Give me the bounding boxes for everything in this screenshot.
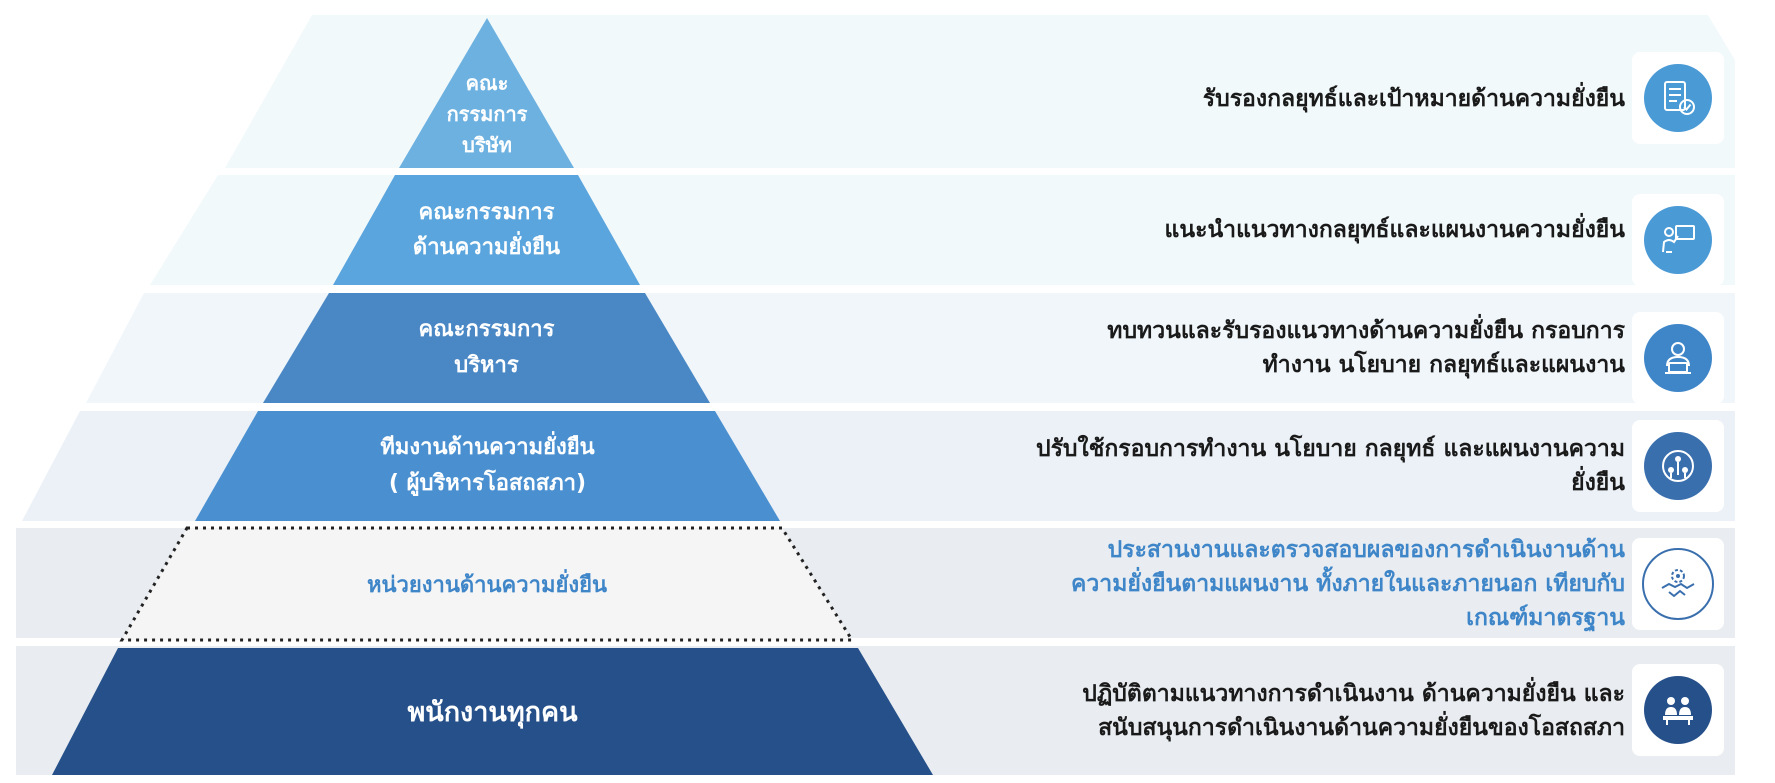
tier-label-line: บริษัท [462, 132, 512, 157]
tier-label-line: พนักงานทุกคน [407, 696, 578, 728]
tier-label-line: บริหาร [454, 353, 519, 378]
icon-card-all-employees [1632, 664, 1724, 756]
icon-card-board [1632, 52, 1724, 144]
icon-card-sustainability-team [1632, 420, 1724, 512]
tier-label-line: ( ผู้บริหารโอสถสภา) [388, 471, 587, 496]
tier-label-line: ทีมงานด้านความยั่งยืน [380, 435, 595, 460]
description-line: รับรองกลยุทธ์และเป้าหมายด้านความยั่งยืน [1202, 86, 1625, 112]
tier-label-line: กรรมการ [446, 101, 528, 126]
tier-label-sustainability-unit: หน่วยงานด้านความยั่งยืน [122, 533, 852, 635]
tier-label-line: คณะกรรมการ [418, 317, 555, 342]
icon-card-sustainability-unit [1632, 538, 1724, 630]
tier-label-sustainability-committee: คณะกรรมการ ด้านความยั่งยืน [333, 180, 640, 280]
description-sustainability-unit: ประสานงานและตรวจสอบผลของการดำเนินงานด้าน… [1071, 530, 1625, 638]
tier-label-line: คณะกรรมการ [418, 200, 555, 225]
description-line: สนับสนุนการดำเนินงานด้านความยั่งยืนของโอ… [1098, 715, 1625, 741]
executive-computer-icon [1644, 324, 1712, 392]
tier-label-executive-committee: คณะกรรมการ บริหาร [263, 298, 710, 398]
description-sustainability-committee: แนะนำแนวทางกลยุทธ์และแผนงานความยั่งยืน [1165, 180, 1625, 280]
description-line: เกณฑ์มาตรฐาน [1466, 605, 1625, 631]
description-executive-committee: ทบทวนและรับรองแนวทางด้านความยั่งยืน กรอบ… [1107, 298, 1625, 398]
icon-card-executive-committee [1632, 312, 1724, 404]
description-line: ปฏิบัติตามแนวทางการดำเนินงาน ด้านความยั่… [1082, 681, 1625, 707]
band-board [225, 15, 1735, 168]
tier-all-employees [52, 648, 933, 775]
tier-label-all-employees: พนักงานทุกคน [52, 652, 933, 770]
employees-working-icon [1644, 676, 1712, 744]
tier-label-board: คณะ กรรมการ บริษัท [399, 60, 575, 168]
description-line: ปรับใช้กรอบการทำงาน นโยบาย กลยุทธ์ และแผ… [1035, 436, 1625, 462]
tier-sustainability-committee [333, 175, 640, 285]
description-sustainability-team: ปรับใช้กรอบการทำงาน นโยบาย กลยุทธ์ และแผ… [1036, 416, 1625, 516]
tier-label-sustainability-team: ทีมงานด้านความยั่งยืน ( ผู้บริหารโอสถสภา… [195, 416, 780, 516]
description-line: ประสานงานและตรวจสอบผลของการดำเนินงานด้าน [1107, 537, 1625, 563]
tier-sustainability-team [195, 411, 780, 521]
icon-card-sustainability-committee [1632, 194, 1724, 286]
description-line: ทำงาน นโยบาย กลยุทธ์และแผนงาน [1262, 352, 1625, 378]
tier-board [399, 18, 574, 168]
description-line: ยั่งยืน [1571, 470, 1625, 496]
description-line: แนะนำแนวทางกลยุทธ์และแผนงานความยั่งยืน [1164, 217, 1625, 243]
tier-label-line: ด้านความยั่งยืน [412, 235, 561, 260]
description-line: ทบทวนและรับรองแนวทางด้านความยั่งยืน กรอบ… [1107, 318, 1625, 344]
tier-label-line: คณะ [465, 70, 509, 95]
description-board: รับรองกลยุทธ์และเป้าหมายด้านความยั่งยืน [1203, 40, 1625, 158]
tier-sustainability-unit [119, 526, 855, 642]
document-approval-icon [1644, 64, 1712, 132]
tier-label-line: หน่วยงานด้านความยั่งยืน [366, 572, 608, 598]
handshake-gear-icon [1642, 548, 1714, 620]
team-network-icon [1644, 432, 1712, 500]
tier-executive-committee [263, 293, 710, 403]
description-all-employees: ปฏิบัติตามแนวทางการดำเนินงาน ด้านความยั่… [1082, 652, 1625, 770]
description-line: ความยั่งยืนตามแผนงาน ทั้งภายในและภายนอก … [1070, 571, 1625, 597]
presenter-board-icon [1644, 206, 1712, 274]
